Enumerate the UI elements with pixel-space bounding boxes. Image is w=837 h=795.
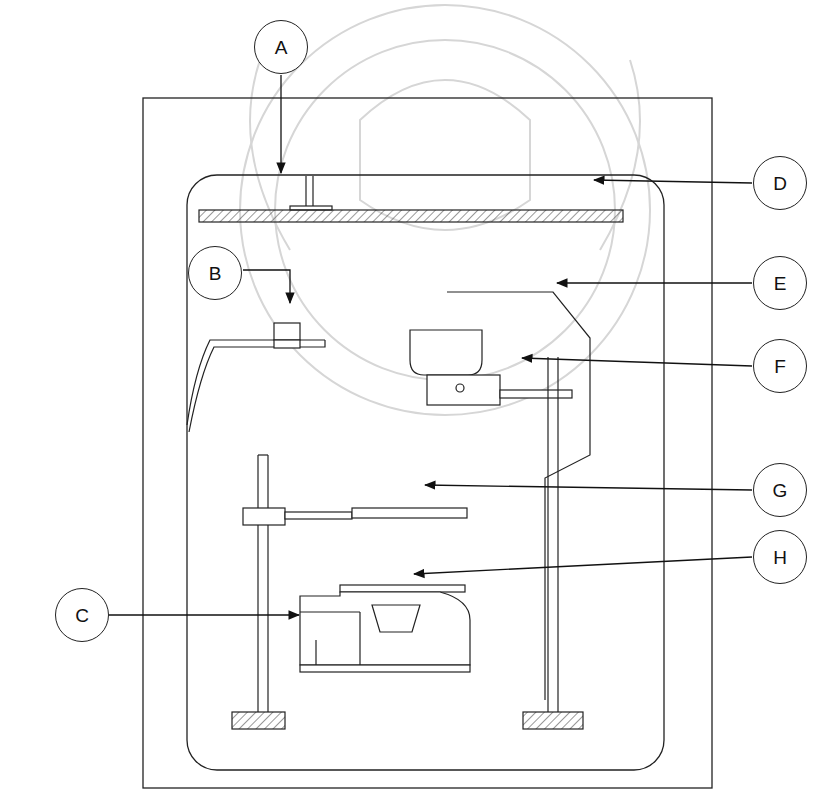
callout-circle: D (753, 156, 807, 210)
chamber-wall (187, 175, 664, 770)
callout-letter: E (774, 274, 787, 293)
callout-circle: H (753, 530, 807, 584)
callout-letter: A (275, 38, 288, 57)
callout-letter: F (774, 357, 786, 376)
callout-letter: G (773, 481, 788, 500)
callout-circle: E (753, 256, 807, 310)
outer-frame (143, 98, 712, 788)
right-stand (523, 357, 583, 729)
callout-letter: H (773, 548, 787, 567)
sensor-arm (187, 323, 325, 432)
callout-circle: A (254, 20, 308, 74)
callout-letter: B (209, 264, 222, 283)
balance (300, 585, 470, 672)
callout-circle: B (188, 246, 242, 300)
callout-circle: G (753, 463, 807, 517)
callout-letter: C (75, 606, 89, 625)
top-shelf (199, 176, 623, 222)
leader-lines (109, 75, 752, 615)
callout-circle: C (55, 588, 109, 642)
callout-circle: F (753, 339, 807, 393)
callout-letter: D (773, 174, 787, 193)
